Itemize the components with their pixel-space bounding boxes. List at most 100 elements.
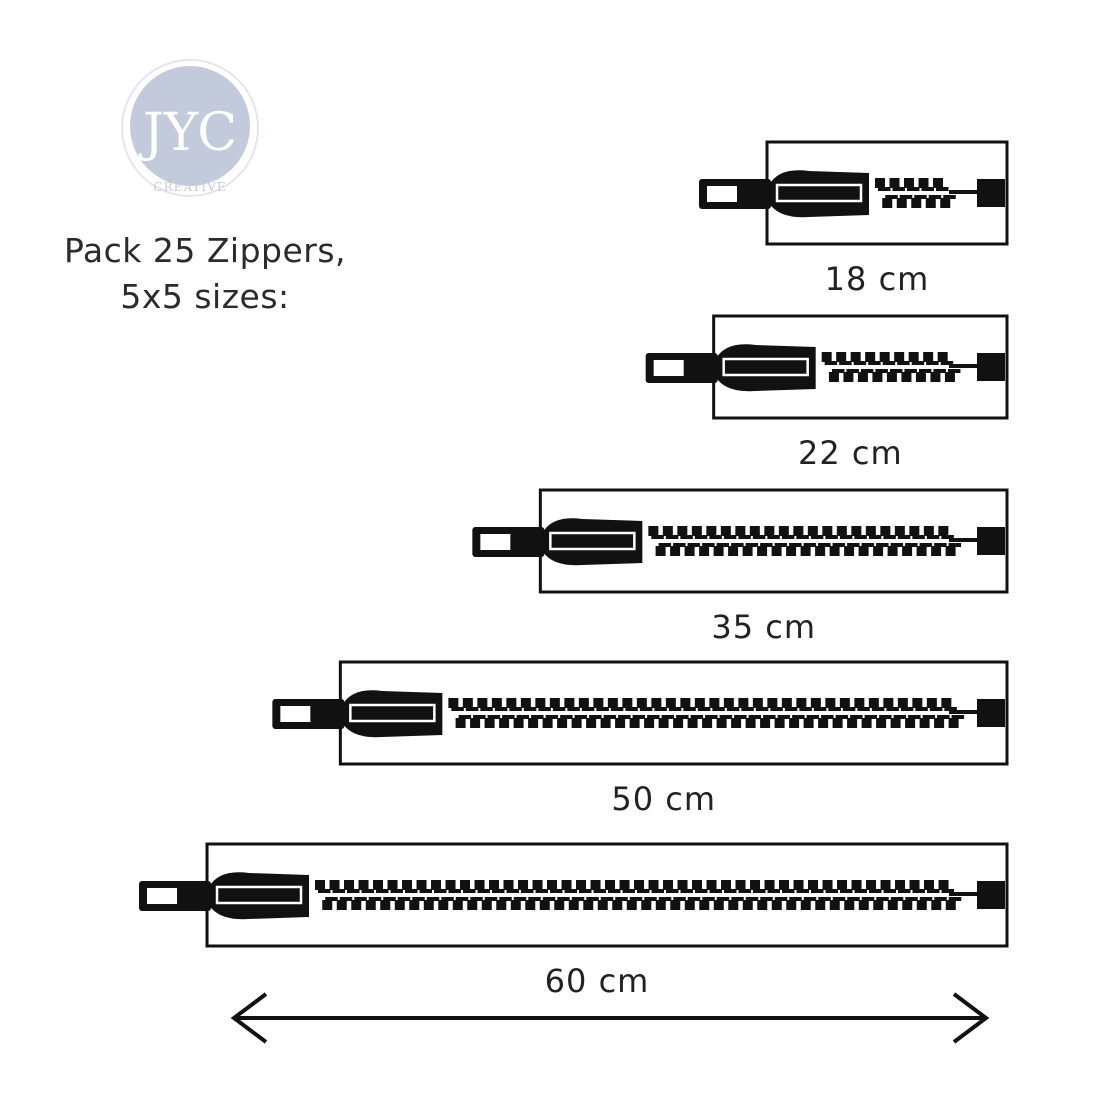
zipper-tooth-link	[941, 889, 955, 893]
zipper-tooth-link	[531, 715, 544, 719]
zipper-tooth-link	[528, 897, 541, 901]
zipper-tooth	[916, 546, 927, 556]
zipper-tooth	[866, 880, 877, 890]
zipper-tooth-link	[694, 535, 708, 539]
zipper-tooth	[771, 546, 782, 556]
zipper-tooth	[484, 718, 495, 728]
zipper-tooth-link	[832, 543, 846, 547]
zipper-tooth	[677, 526, 688, 536]
zipper-tooth	[764, 880, 775, 890]
zipper-tooth	[423, 900, 434, 910]
zipper-tooth	[673, 718, 684, 728]
zipper-tooth	[879, 352, 890, 362]
zipper-tooth-link	[513, 897, 527, 901]
zipper-tooth-link	[911, 361, 925, 365]
zipper-end-line	[949, 892, 979, 896]
zipper-tooth	[818, 718, 829, 728]
zipper-tooth-link	[695, 889, 708, 893]
zipper-tooth-link	[484, 897, 498, 901]
zipper-tooth	[800, 546, 811, 556]
zipper-tooth-link	[847, 543, 860, 547]
zipper-tooth-link	[818, 897, 831, 901]
zipper-tooth-link	[868, 361, 881, 365]
zipper-tooth-link	[871, 707, 885, 711]
zipper-tooth-link	[864, 715, 878, 719]
zipper-tooth-link	[463, 889, 476, 893]
zipper-tooth-link	[912, 889, 926, 893]
zipper-tooth	[793, 526, 804, 536]
zipper-tooth-link	[767, 889, 781, 893]
zipper-tooth-link	[861, 543, 875, 547]
zipper-tooth-link	[680, 535, 693, 539]
zipper-tooth-link	[581, 707, 595, 711]
zipper-tooth	[315, 880, 326, 890]
zipper-tooth-link	[824, 361, 838, 365]
zipper-tooth	[757, 900, 768, 910]
zipper-tooth-link	[883, 535, 896, 539]
zipper-tooth-link	[921, 187, 935, 191]
zipper-tooth-link	[615, 897, 628, 901]
pack-heading-line1: Pack 25 Zippers,	[63, 231, 347, 270]
zipper-tooth-link	[907, 187, 920, 191]
zipper-tooth-link	[470, 897, 483, 901]
zipper-tooth-link	[810, 535, 824, 539]
zipper-tooth	[915, 372, 926, 382]
zipper-tooth-link	[755, 707, 769, 711]
zipper-tooth	[789, 718, 800, 728]
zipper-tooth	[532, 880, 543, 890]
zipper-tooth-link	[451, 707, 464, 711]
zipper-tooth-link	[900, 707, 914, 711]
zipper-tooth-link	[361, 889, 375, 893]
zipper-tooth-link	[919, 897, 933, 901]
zipper-tooth-link	[354, 897, 367, 901]
zipper-tooth	[923, 352, 934, 362]
zipper-tooth	[496, 900, 507, 910]
zipper-tooth	[926, 698, 937, 708]
zipper-tooth-link	[405, 889, 418, 893]
zipper-tooth	[590, 880, 601, 890]
zipper-tooth-link	[941, 535, 954, 539]
zipper-tooth	[815, 900, 826, 910]
zipper-tooth-link	[325, 897, 338, 901]
zipper-end-line	[949, 538, 979, 542]
zipper-tooth-link	[944, 707, 957, 711]
zipper-tooth	[607, 698, 618, 708]
zipper-pull-tab-slot	[280, 706, 311, 722]
zipper-tooth	[578, 698, 589, 708]
zipper-tooth-link	[770, 707, 783, 711]
zipper-50cm: 50 cm	[272, 660, 1009, 818]
zipper-tooth	[687, 718, 698, 728]
zipper-tooth	[571, 718, 582, 728]
zipper-tooth	[923, 526, 934, 536]
zipper-tooth-link	[839, 535, 853, 539]
zipper-tooth-link	[455, 897, 469, 901]
zipper-tooth-link	[705, 715, 718, 719]
zipper-slider-window	[349, 703, 436, 723]
zipper-tooth	[373, 880, 384, 890]
zipper-tooth-link	[574, 715, 588, 719]
zipper-tooth	[481, 900, 492, 910]
zipper-tooth	[880, 880, 891, 890]
zipper-tooth	[851, 526, 862, 536]
zipper-tooth-link	[854, 889, 868, 893]
zipper-tooth	[832, 718, 843, 728]
zipper-pull-tab-slot	[707, 186, 738, 202]
zipper-tooth-link	[832, 897, 846, 901]
zipper-tooth	[938, 526, 949, 536]
zipper-tooth	[510, 900, 521, 910]
zipper-tooth-link	[763, 715, 776, 719]
zipper-tooth	[351, 900, 362, 910]
zipper-tooth-link	[637, 889, 650, 893]
zipper-tooth-link	[893, 715, 907, 719]
zipper-tooth-link	[850, 715, 863, 719]
zipper-tooth-link	[676, 715, 689, 719]
zipper-tooth	[723, 698, 734, 708]
zipper-slider-window	[215, 885, 303, 905]
zipper-tooth	[858, 900, 869, 910]
zipper-tooth	[810, 698, 821, 708]
zipper-tooth	[873, 900, 884, 910]
zipper-tooth-link	[545, 715, 559, 719]
zipper-tooth	[781, 698, 792, 708]
zipper-tooth-link	[622, 889, 636, 893]
zipper-tooth-link	[644, 897, 657, 901]
